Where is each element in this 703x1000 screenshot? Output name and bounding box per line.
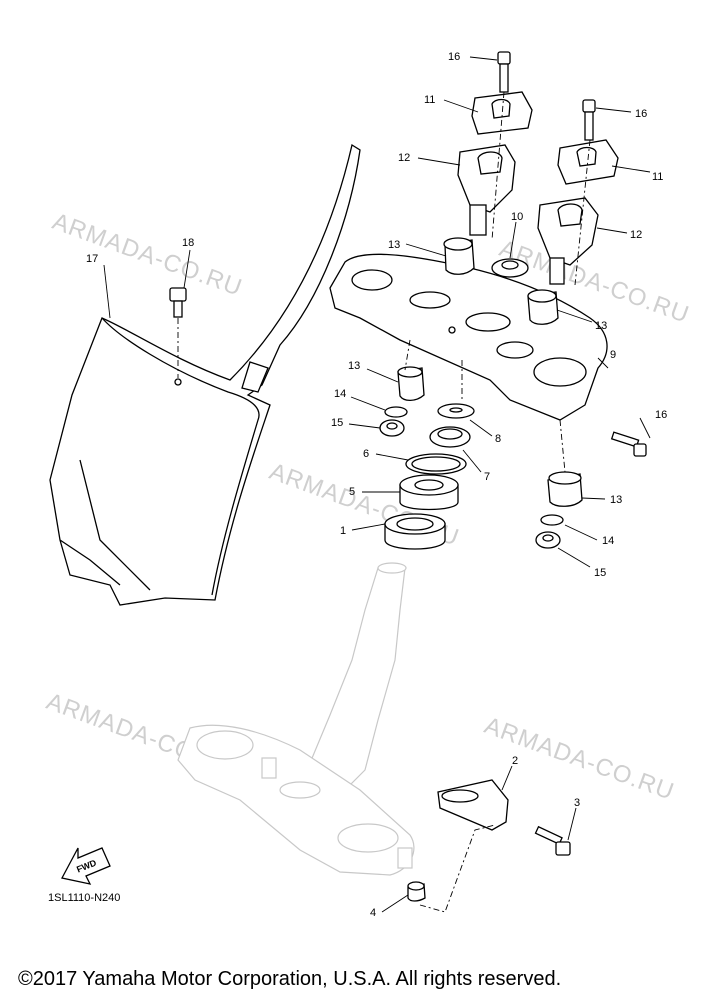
callout-13: 13 — [348, 360, 360, 372]
callout-2: 2 — [512, 755, 518, 767]
nut-10-part — [491, 258, 529, 278]
damper-13-parts — [397, 237, 583, 507]
callout-12: 12 — [630, 229, 642, 241]
callout-13: 13 — [610, 494, 622, 506]
washer-nut-left — [379, 406, 408, 437]
callout-3: 3 — [574, 797, 580, 809]
ring-nut-7-part — [429, 426, 471, 448]
callout-16: 16 — [448, 51, 460, 63]
assembly-lines — [404, 91, 591, 913]
callout-6: 6 — [363, 448, 369, 460]
callout-7: 7 — [484, 471, 490, 483]
copyright-notice: ©2017 Yamaha Motor Corporation, U.S.A. A… — [18, 968, 562, 990]
callout-13: 13 — [595, 320, 607, 332]
callout-11: 11 — [652, 171, 663, 183]
callout-16: 16 — [635, 108, 647, 120]
hose-guide-2-part — [437, 779, 509, 831]
leader-lines — [103, 56, 651, 913]
callout-11: 11 — [424, 94, 435, 106]
washer-nut-right — [535, 514, 564, 549]
callout-10: 10 — [511, 211, 523, 223]
handlebar-holder-left — [457, 51, 533, 236]
callout-5: 5 — [349, 486, 355, 498]
steering-stem-ghost — [177, 562, 415, 876]
callout-13: 13 — [388, 239, 400, 251]
seal-6-part — [405, 453, 467, 475]
washer-8-part — [437, 360, 475, 419]
bolt-16-part — [610, 431, 647, 457]
callout-15: 15 — [331, 417, 343, 429]
callout-14: 14 — [602, 535, 614, 547]
diagram-code: 1SL1110-N240 — [48, 892, 121, 904]
upper-bracket-part — [329, 253, 608, 421]
callout-9: 9 — [610, 349, 616, 361]
callout-8: 8 — [495, 433, 501, 445]
fwd-arrow-icon: FWD — [61, 847, 111, 885]
callout-18: 18 — [182, 237, 194, 249]
callout-16: 16 — [655, 409, 667, 421]
callout-labels: 16 11 12 16 11 12 13 10 18 17 13 9 13 14… — [86, 51, 667, 919]
callout-12: 12 — [398, 152, 410, 164]
callout-1: 1 — [340, 525, 346, 537]
bearing-5-part — [399, 474, 459, 511]
bolt-3-part — [534, 825, 571, 856]
callout-14: 14 — [334, 388, 346, 400]
callout-15: 15 — [594, 567, 606, 579]
bearing-1-part — [384, 513, 446, 550]
callout-4: 4 — [370, 907, 376, 919]
number-plate-part — [49, 143, 361, 606]
bolt-18-part — [169, 287, 187, 386]
handlebar-holder-right — [537, 99, 619, 285]
callout-17: 17 — [86, 253, 98, 265]
collar-4-part — [407, 881, 426, 902]
